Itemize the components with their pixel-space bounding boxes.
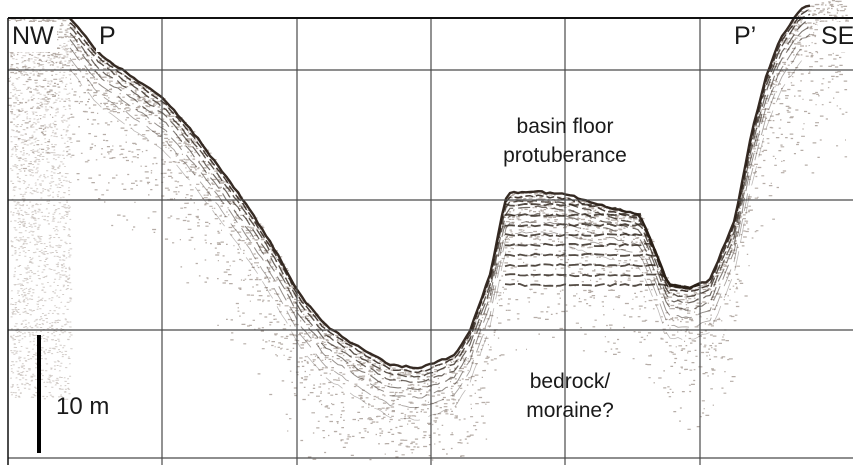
annotation-bedrock-moraine: bedrock/ moraine?	[495, 367, 645, 425]
direction-label-right: SE	[818, 22, 853, 52]
annotation-line: basin floor	[516, 115, 614, 138]
annotation-line: protuberance	[503, 144, 627, 167]
scale-bar	[37, 335, 41, 453]
depth-grid	[7, 17, 853, 465]
profile-start-marker: P	[96, 22, 119, 52]
annotation-line: bedrock/	[529, 370, 611, 393]
reflector-lines	[69, 4, 811, 421]
annotation-basin-floor-protuberance: basin floor protuberance	[480, 112, 650, 170]
scale-bar-label: 10 m	[56, 393, 110, 420]
profile-end-marker: P’	[731, 22, 760, 52]
reflection-noise-texture	[8, 0, 849, 461]
direction-label-left: NW	[9, 22, 57, 52]
annotation-line: moraine?	[526, 399, 614, 422]
